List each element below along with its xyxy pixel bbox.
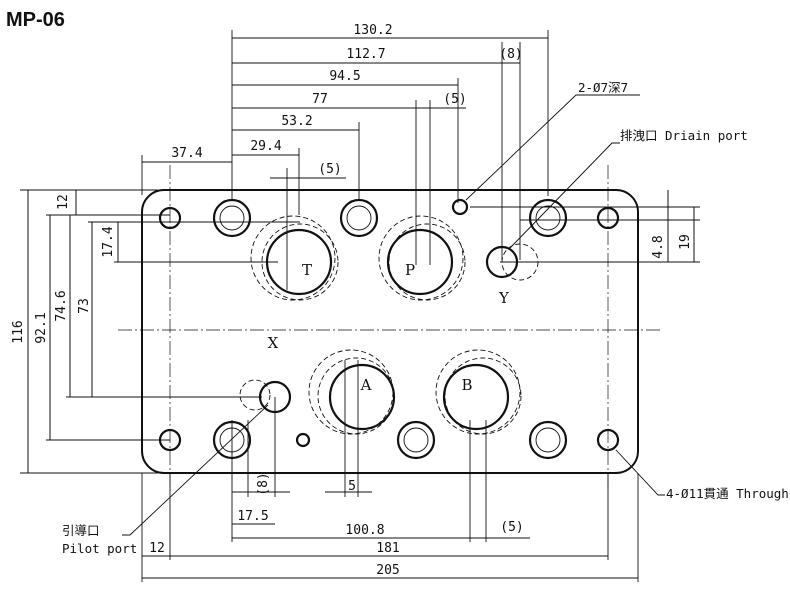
dim-12-left: 12	[56, 194, 71, 210]
dim-112-7: 112.7	[346, 47, 385, 62]
dim-8-bottom: (8)	[256, 472, 271, 495]
port-label-a: A	[360, 376, 372, 394]
port-y	[485, 243, 539, 281]
note-pilot-en: Pilot port	[62, 541, 137, 556]
dim-92-1: 92.1	[34, 312, 49, 343]
dim-17-4: 17.4	[101, 226, 116, 257]
dim-5-bottom: 5	[348, 479, 356, 494]
top-dimension-lines	[142, 37, 548, 179]
bolt-holes	[212, 198, 568, 460]
dim-19: 19	[678, 234, 693, 250]
dim-4-8: 4.8	[651, 235, 666, 258]
dim-94-5: 94.5	[329, 69, 360, 84]
dim-130-2: 130.2	[353, 23, 392, 38]
port-x	[239, 379, 292, 414]
port-label-b: B	[461, 376, 472, 394]
port-a	[308, 349, 396, 435]
leader-lines	[122, 94, 665, 536]
dim-77: 77	[312, 92, 328, 107]
note-pilot-cn: 引導口	[62, 523, 100, 538]
dim-17-5: 17.5	[237, 509, 268, 524]
drawing-title: MP-06	[6, 9, 65, 31]
dim-5-top-a: (5)	[443, 92, 466, 107]
dim-181: 181	[376, 541, 399, 556]
port-label-t: T	[302, 261, 312, 279]
dim-12-bottom: 12	[149, 541, 165, 556]
dim-116: 116	[11, 320, 26, 343]
port-label-x: X	[268, 334, 279, 352]
note-drain-port: 排洩口 Driain port	[620, 128, 748, 143]
right-dimension-lines	[470, 190, 700, 263]
port-b	[435, 349, 522, 435]
dim-53-2: 53.2	[281, 114, 312, 129]
port-label-y: Y	[498, 289, 510, 307]
dim-8-top: (8)	[499, 47, 522, 62]
dim-5-bottom-b: (5)	[500, 520, 523, 535]
top-extension-lines	[141, 30, 549, 290]
dim-205: 205	[376, 563, 399, 578]
left-dimension-lines	[20, 189, 300, 474]
dowel-hole-bottom	[295, 432, 311, 448]
port-label-p: P	[405, 261, 415, 279]
dim-74-6: 74.6	[54, 290, 69, 321]
port-p	[378, 215, 466, 301]
note-through-holes: 4-Ø11貫通 Through	[666, 486, 789, 501]
dim-100-8: 100.8	[345, 523, 384, 538]
bottom-dimension-lines	[142, 491, 638, 579]
port-t	[250, 215, 339, 301]
dowel-hole-top	[451, 198, 469, 216]
plate-outline	[141, 189, 639, 474]
dim-73: 73	[77, 298, 92, 314]
dim-37-4: 37.4	[171, 146, 202, 161]
dim-5-top-b: (5)	[318, 162, 341, 177]
dim-29-4: 29.4	[250, 139, 281, 154]
corner-through-holes	[158, 206, 620, 452]
note-2-holes: 2-Ø7深7	[578, 80, 628, 95]
bottom-extension-lines	[141, 360, 639, 582]
